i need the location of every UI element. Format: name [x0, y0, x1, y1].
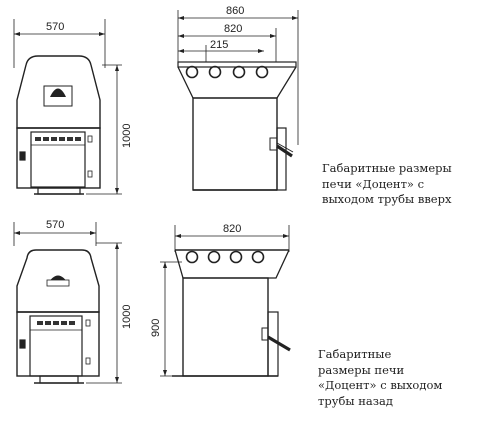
- top-caption-line-3: выходом трубы вверх: [322, 192, 452, 206]
- bottom-caption-line-2: размеры печи: [318, 362, 405, 377]
- top-side-pipe-label: 215: [210, 39, 228, 51]
- bottom-caption-line-3: «Доцент» с выходом: [318, 378, 443, 392]
- top-side-overall-label: 860: [226, 5, 244, 17]
- top-caption-line-2: печи «Доцент» с: [322, 176, 425, 191]
- top-side-view: 860 820 215: [177, 5, 299, 191]
- bottom-front-width-label: 570: [46, 219, 64, 231]
- top-front-height-label: 1000: [121, 124, 133, 148]
- bottom-caption-line-4: трубы назад: [318, 393, 393, 408]
- top-front-width-label: 570: [46, 21, 64, 33]
- top-caption: Габаритные размеры печи «Доцент» с выход…: [322, 161, 452, 208]
- bottom-side-height-label: 900: [150, 319, 162, 337]
- top-caption-line-1: Габаритные размеры: [322, 161, 452, 175]
- bottom-caption: Габаритные размеры печи «Доцент» с выход…: [318, 347, 442, 409]
- top-front-logo: [50, 88, 66, 97]
- bottom-caption-line-1: Габаритные: [318, 347, 392, 361]
- top-side-body-label: 820: [224, 23, 242, 35]
- bottom-side-view: 820 900: [150, 223, 291, 377]
- bottom-side-body-label: 820: [223, 223, 241, 235]
- bottom-front-view: 570 1000: [13, 219, 133, 384]
- bottom-front-height-label: 1000: [121, 305, 133, 329]
- top-front-view: 570 1000: [13, 19, 133, 195]
